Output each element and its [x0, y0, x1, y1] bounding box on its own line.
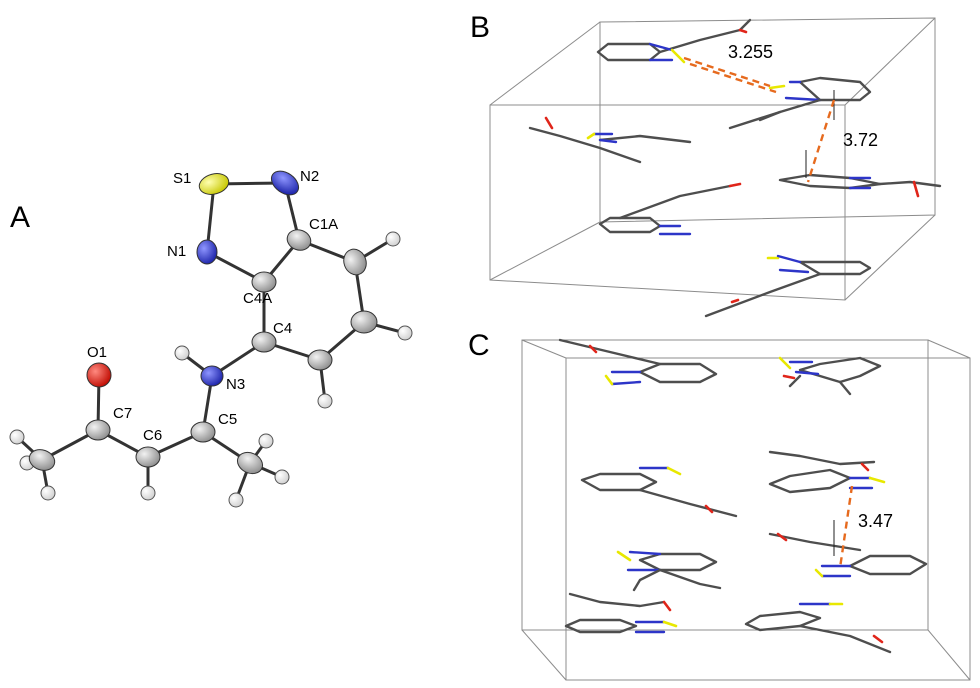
panel-a: A	[9, 168, 413, 508]
molecule	[616, 550, 722, 592]
molecule	[596, 18, 752, 64]
unit-cell-c	[521, 339, 971, 681]
ortep-atom-labels: S1 N2 C1A N1 C4A C4 O1 N3 C7 C6 C5	[87, 168, 338, 444]
contacts-c	[838, 485, 854, 569]
nitrogen-atom	[270, 170, 300, 196]
atom-label-n1: N1	[167, 243, 186, 260]
carbon-atom	[135, 446, 161, 468]
molecule	[768, 450, 886, 494]
ss-contact-line	[689, 62, 777, 94]
molecule	[778, 356, 882, 396]
carbon-atom	[343, 248, 367, 276]
atom-label-s1: S1	[173, 170, 191, 187]
atom-label-c4: C4	[273, 320, 292, 337]
hydrogen-atom	[385, 231, 401, 247]
unit-cell-b	[489, 17, 936, 301]
hydrogen-atom	[228, 492, 244, 508]
distance-label-ss: 3.255	[728, 42, 773, 62]
molecule	[768, 520, 928, 578]
hydrogen-atom	[317, 393, 333, 409]
molecules-b	[528, 18, 942, 318]
contacts-b	[683, 56, 836, 183]
panel-b: B	[470, 11, 942, 318]
atom-label-c4a: C4A	[243, 290, 272, 307]
molecules-c	[558, 338, 928, 654]
carbon-atom	[251, 271, 277, 293]
carbon-atom	[286, 229, 312, 251]
hydrogen-atom	[40, 485, 56, 501]
ortep-heavy-atoms	[28, 170, 378, 475]
hydrogen-atom	[274, 469, 290, 485]
stacking-contact-line	[806, 99, 836, 183]
panel-b-label: B	[470, 11, 490, 44]
carbon-atom	[28, 449, 56, 471]
carbon-atom	[236, 451, 264, 475]
distance-label-stack-b: 3.72	[843, 130, 878, 150]
carbon-atom	[190, 421, 216, 443]
molecule	[580, 466, 738, 518]
molecule	[558, 338, 718, 386]
oxygen-atom	[86, 362, 112, 388]
atom-label-c6: C6	[143, 427, 162, 444]
panel-c-label: C	[468, 329, 490, 362]
molecule	[564, 592, 678, 634]
hydrogen-atom	[258, 433, 274, 449]
carbon-atom	[251, 331, 277, 353]
carbon-atom	[85, 419, 111, 441]
atom-label-n2: N2	[300, 168, 319, 185]
molecule	[704, 254, 872, 318]
sulfur-atom	[198, 173, 230, 195]
hydrogen-atom	[140, 485, 156, 501]
panel-c: C	[468, 329, 971, 681]
nitrogen-atom	[200, 365, 224, 387]
hydrogen-atom	[9, 429, 25, 445]
atom-label-c1a: C1A	[309, 216, 338, 233]
molecule	[728, 76, 872, 130]
ss-contact-line	[683, 56, 771, 88]
stacking-contact-line	[838, 485, 854, 569]
atom-label-c5: C5	[218, 411, 237, 428]
hydrogen-atom	[174, 345, 190, 361]
atom-label-c7: C7	[113, 405, 132, 422]
distance-label-stack-c: 3.47	[858, 511, 893, 531]
carbon-atom	[307, 349, 333, 371]
carbon-atom	[350, 310, 378, 334]
molecule	[528, 116, 692, 164]
atom-label-o1: O1	[87, 344, 107, 361]
molecule	[598, 182, 742, 236]
molecule	[744, 602, 892, 654]
nitrogen-atom	[196, 239, 218, 265]
ortep-bonds	[15, 181, 407, 502]
panel-a-label: A	[10, 201, 30, 234]
atom-label-n3: N3	[226, 376, 245, 393]
hydrogen-atom	[397, 325, 413, 341]
